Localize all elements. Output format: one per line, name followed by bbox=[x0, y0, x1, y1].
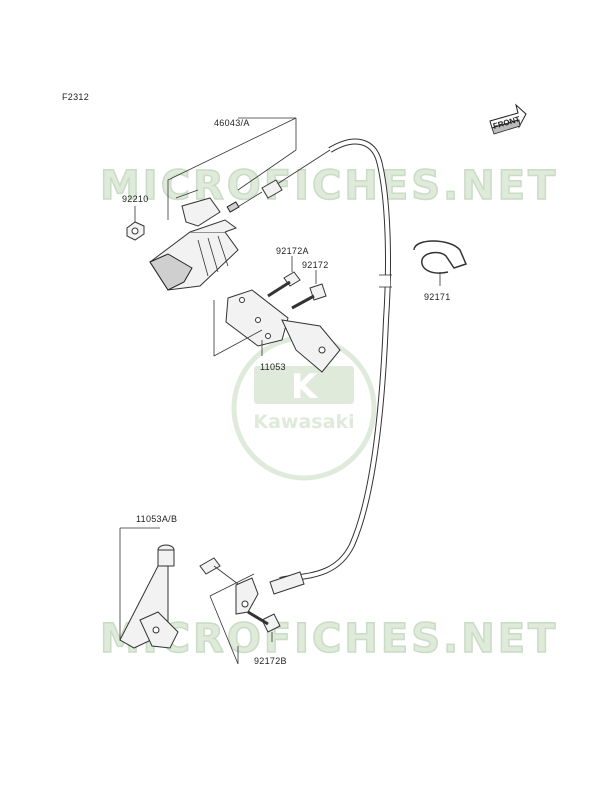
diagram-code: F2312 bbox=[62, 92, 89, 102]
watermark-top: MICROFICHES.NET bbox=[100, 163, 558, 209]
label-92172: 92172 bbox=[302, 260, 329, 270]
label-92210: 92210 bbox=[122, 194, 149, 204]
leader-lines bbox=[119, 117, 441, 665]
label-11053: 11053 bbox=[260, 362, 286, 372]
bolt-92172a bbox=[267, 271, 301, 298]
nut-92210 bbox=[126, 221, 145, 241]
label-92172b: 92172B bbox=[254, 656, 287, 666]
bolt-92172 bbox=[291, 283, 327, 310]
watermark-bottom: MICROFICHES.NET bbox=[100, 616, 558, 662]
logo-brand: Kawasaki bbox=[253, 411, 354, 433]
bracket-11053 bbox=[225, 289, 341, 373]
label-11053ab: 11053A/B bbox=[136, 514, 177, 524]
logo-letter: K bbox=[291, 367, 319, 407]
label-46043a: 46043/A bbox=[214, 118, 250, 128]
front-arrow-icon: FRONT bbox=[489, 103, 527, 135]
cable-assembly bbox=[199, 138, 392, 615]
kawasaki-logo: K Kawasaki bbox=[231, 335, 377, 481]
lever-housing bbox=[149, 189, 239, 291]
clamp-92171 bbox=[413, 240, 468, 274]
label-92172a: 92172A bbox=[276, 246, 309, 256]
label-92171: 92171 bbox=[424, 292, 451, 302]
bracket-11053ab bbox=[119, 544, 179, 649]
bolt-92172b bbox=[247, 610, 281, 633]
